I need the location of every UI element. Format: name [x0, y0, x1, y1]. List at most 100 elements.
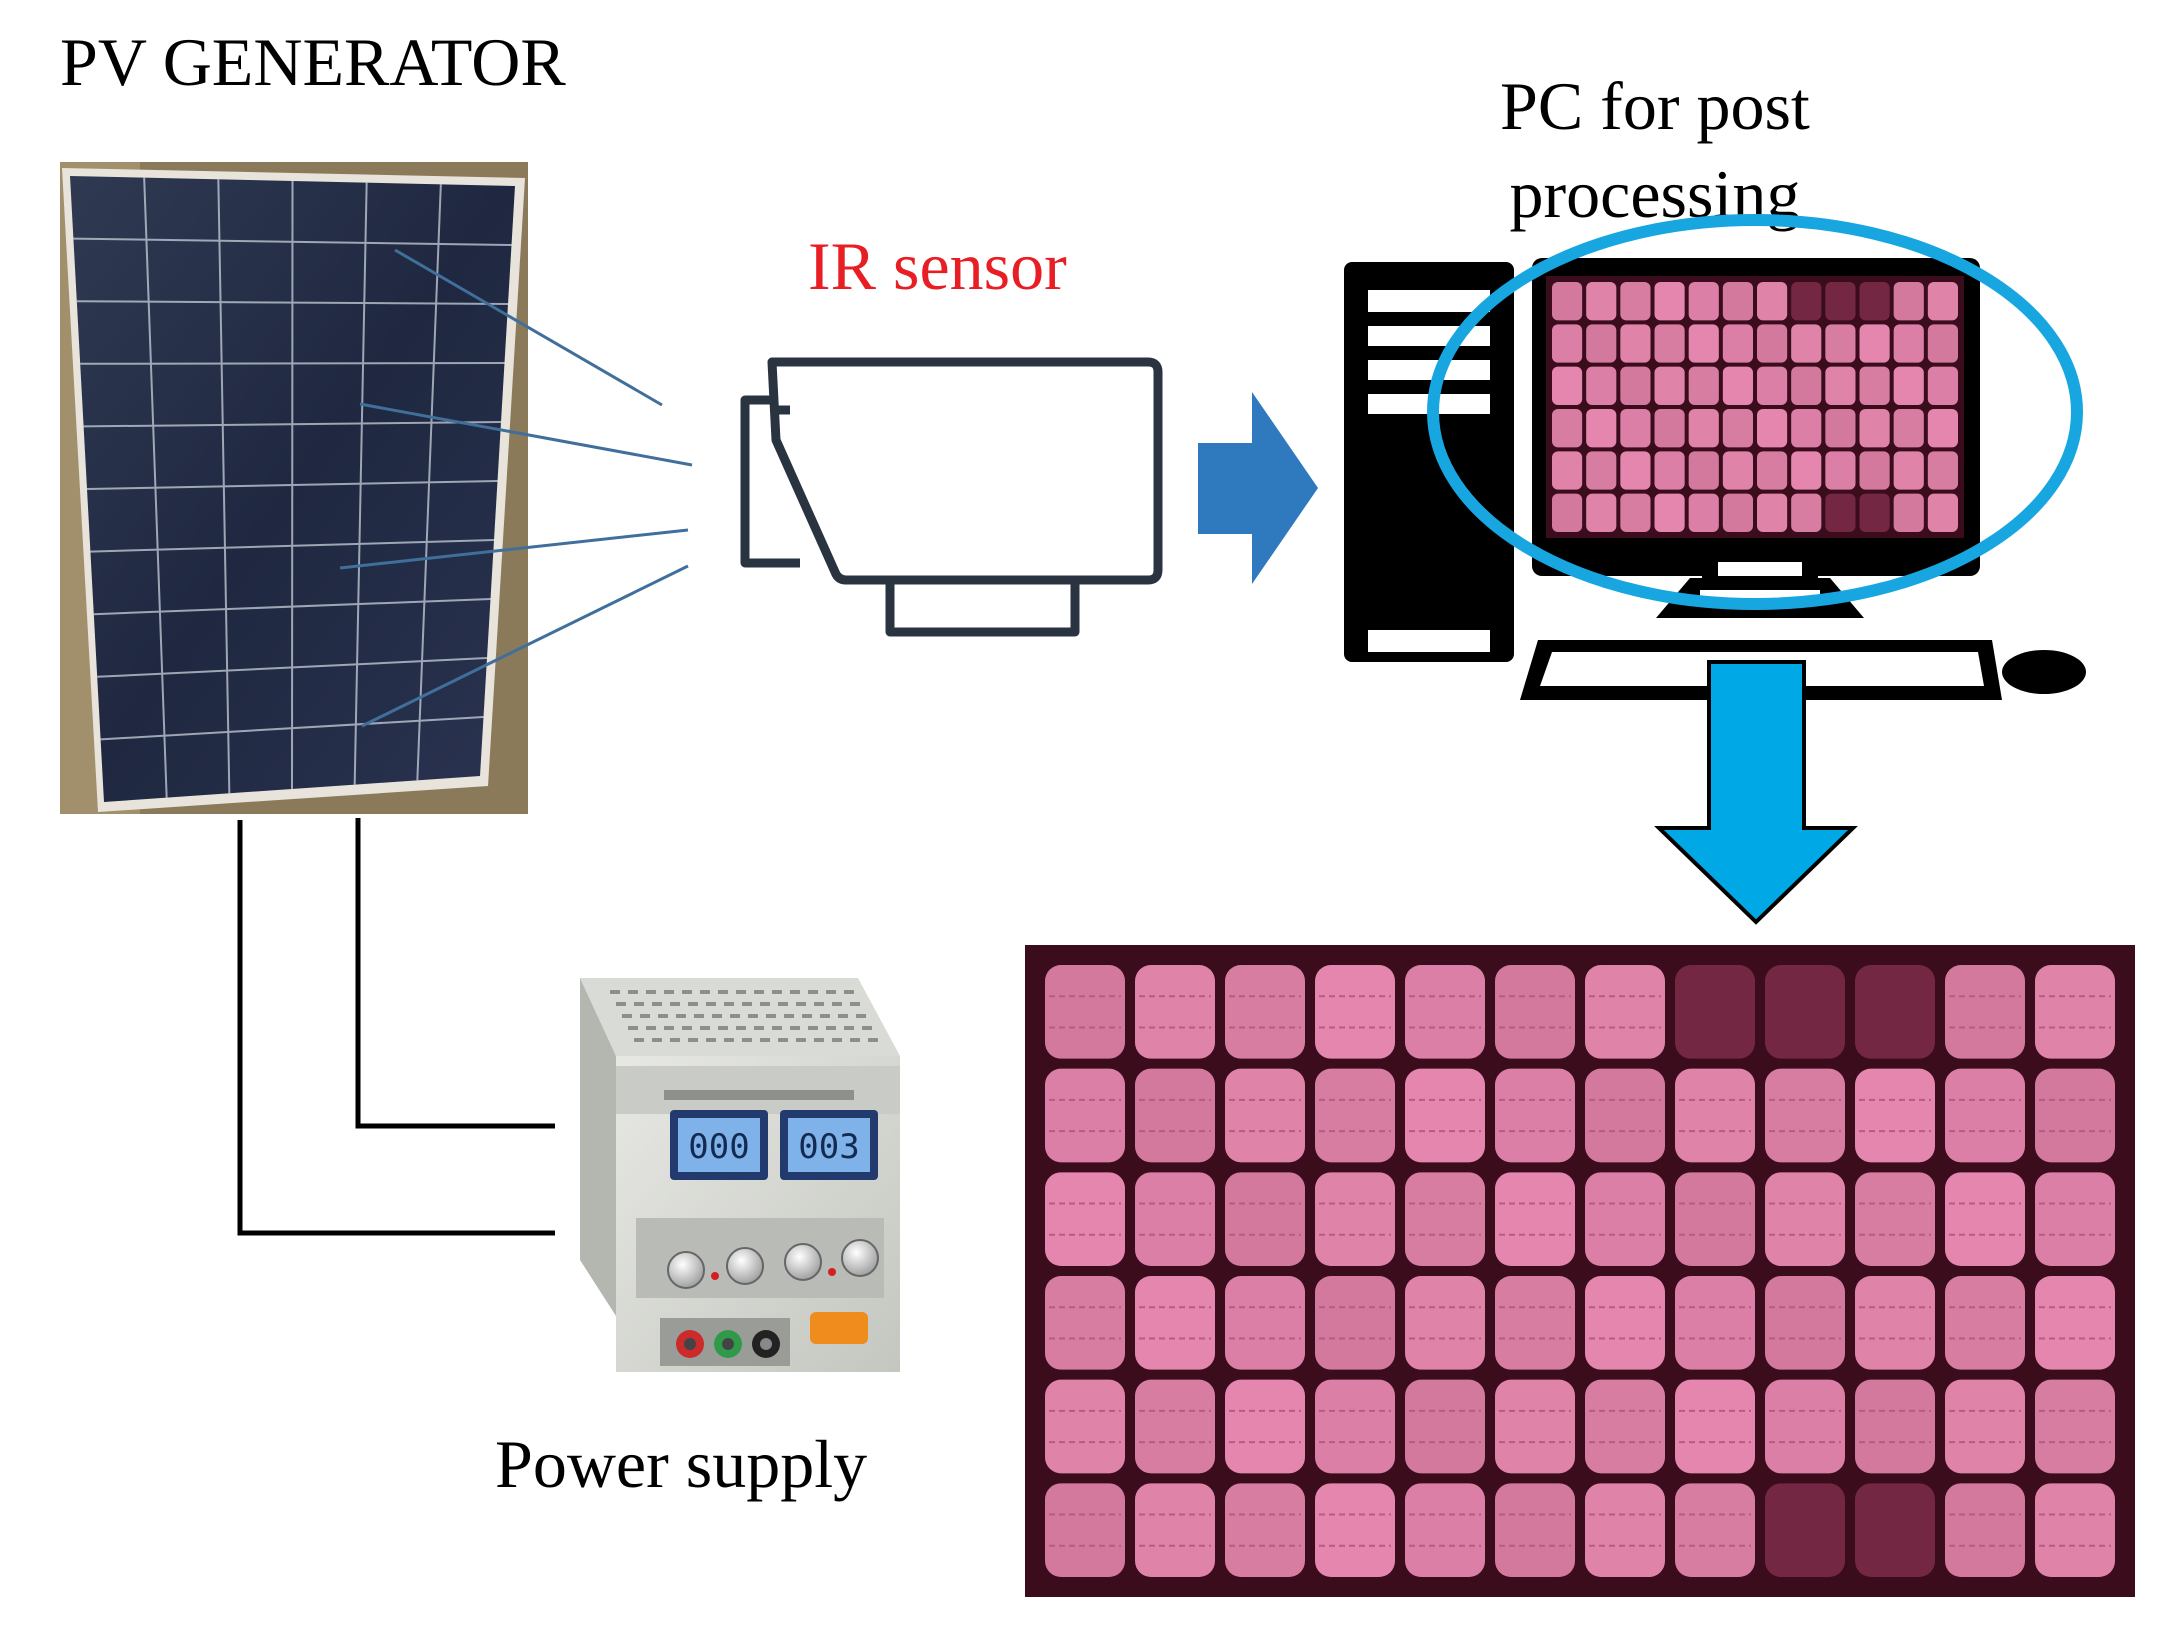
- el-cell: [1585, 1379, 1665, 1474]
- right-display-readout: 003: [798, 1127, 859, 1167]
- el-cell: [1654, 324, 1685, 363]
- el-cell: [1654, 366, 1685, 405]
- vent-slot: [688, 1038, 698, 1042]
- el-cell: [1855, 1276, 1935, 1370]
- el-cell: [1045, 965, 1125, 1059]
- knob-4[interactable]: [841, 1239, 879, 1277]
- el-cell: [1688, 282, 1719, 321]
- power-supply-unit: 000 003: [580, 978, 900, 1372]
- vent-slot: [736, 1026, 746, 1030]
- el-cell: [1791, 282, 1822, 321]
- vent-slot: [730, 1014, 740, 1018]
- knob-1[interactable]: [667, 1251, 705, 1289]
- el-cell: [1135, 1276, 1215, 1370]
- el-cell: [1791, 451, 1822, 490]
- panel-row-line: [93, 598, 491, 616]
- vent-slot: [718, 990, 728, 994]
- el-cell: [1893, 366, 1924, 405]
- el-cell: [1585, 1068, 1665, 1163]
- panel-row-line: [80, 362, 505, 365]
- el-cell: [1688, 451, 1719, 490]
- vent-slot: [646, 990, 656, 994]
- vent-slot: [628, 990, 638, 994]
- el-cell: [1859, 324, 1890, 363]
- vent-slot: [700, 990, 710, 994]
- screen-highlight-ellipse: [1427, 214, 2083, 610]
- el-cell: [1688, 324, 1719, 363]
- vent-slot: [724, 1002, 734, 1006]
- el-cell: [1552, 451, 1583, 490]
- vent-slot: [616, 1002, 626, 1006]
- knob-2[interactable]: [726, 1247, 764, 1285]
- el-cell: [1757, 282, 1788, 321]
- vent-slot: [772, 990, 782, 994]
- vent-slot: [850, 1002, 860, 1006]
- el-cell: [1825, 366, 1856, 405]
- el-cell: [1825, 451, 1856, 490]
- vent-slot: [832, 1002, 842, 1006]
- el-cell: [1552, 366, 1583, 405]
- vent-slot: [796, 1038, 806, 1042]
- el-cell: [1045, 1483, 1125, 1577]
- el-cell: [1620, 451, 1651, 490]
- vent-slot: [712, 1014, 722, 1018]
- power-switch[interactable]: [810, 1312, 868, 1344]
- el-cell: [1855, 1379, 1935, 1474]
- el-cell: [1859, 451, 1890, 490]
- el-cell: [1675, 1276, 1755, 1370]
- el-cell: [1654, 493, 1685, 532]
- el-cell: [1722, 324, 1753, 363]
- panel-row-line: [83, 421, 502, 428]
- vent-slot: [808, 1026, 818, 1030]
- el-cell: [1620, 324, 1651, 363]
- el-cell: [1654, 451, 1685, 490]
- el-cell: [1495, 1483, 1575, 1577]
- vent-slot: [754, 1026, 764, 1030]
- el-cell: [1765, 1068, 1845, 1163]
- knob-3[interactable]: [784, 1243, 822, 1281]
- vent-slot: [646, 1026, 656, 1030]
- el-cell: [1675, 1068, 1755, 1163]
- el-cell: [1855, 965, 1935, 1059]
- vent-slot: [850, 1038, 860, 1042]
- el-cell: [1405, 1379, 1485, 1474]
- el-cell: [1495, 1068, 1575, 1163]
- el-cell: [1893, 409, 1924, 448]
- el-cell: [1495, 1379, 1575, 1474]
- vent-slot: [622, 1014, 632, 1018]
- vent-slot: [832, 1038, 842, 1042]
- el-cell: [1225, 1379, 1305, 1474]
- panel-row-line: [97, 657, 488, 678]
- vent-slot: [790, 990, 800, 994]
- el-cell: [2035, 965, 2115, 1059]
- el-cell: [1859, 409, 1890, 448]
- vent-slot: [706, 1002, 716, 1006]
- el-cell: [1855, 1483, 1935, 1577]
- el-cell: [1791, 493, 1822, 532]
- vent-slot: [820, 1014, 830, 1018]
- el-cell: [1859, 366, 1890, 405]
- vent-slot: [772, 1026, 782, 1030]
- el-cell: [1654, 409, 1685, 448]
- el-cell: [1757, 493, 1788, 532]
- vent-slot: [766, 1014, 776, 1018]
- el-cell: [1722, 451, 1753, 490]
- vent-slot: [694, 1014, 704, 1018]
- el-cell: [1927, 409, 1958, 448]
- el-cell: [1927, 282, 1958, 321]
- el-cell: [1722, 366, 1753, 405]
- pv-generator-label: PV GENERATOR: [60, 24, 566, 100]
- el-cell: [1225, 1172, 1305, 1266]
- el-cell: [1045, 1068, 1125, 1163]
- el-cell: [1586, 451, 1617, 490]
- el-cell: [1945, 1483, 2025, 1577]
- vent-slot: [724, 1038, 734, 1042]
- el-cell: [1586, 366, 1617, 405]
- el-cell: [1552, 493, 1583, 532]
- sensor-pointer-lines: [339, 248, 693, 728]
- vent-slot: [652, 1038, 662, 1042]
- el-cell: [1825, 282, 1856, 321]
- vent-slot: [808, 990, 818, 994]
- vent-slot: [718, 1026, 728, 1030]
- arrow-to-el-image: [1654, 660, 1858, 925]
